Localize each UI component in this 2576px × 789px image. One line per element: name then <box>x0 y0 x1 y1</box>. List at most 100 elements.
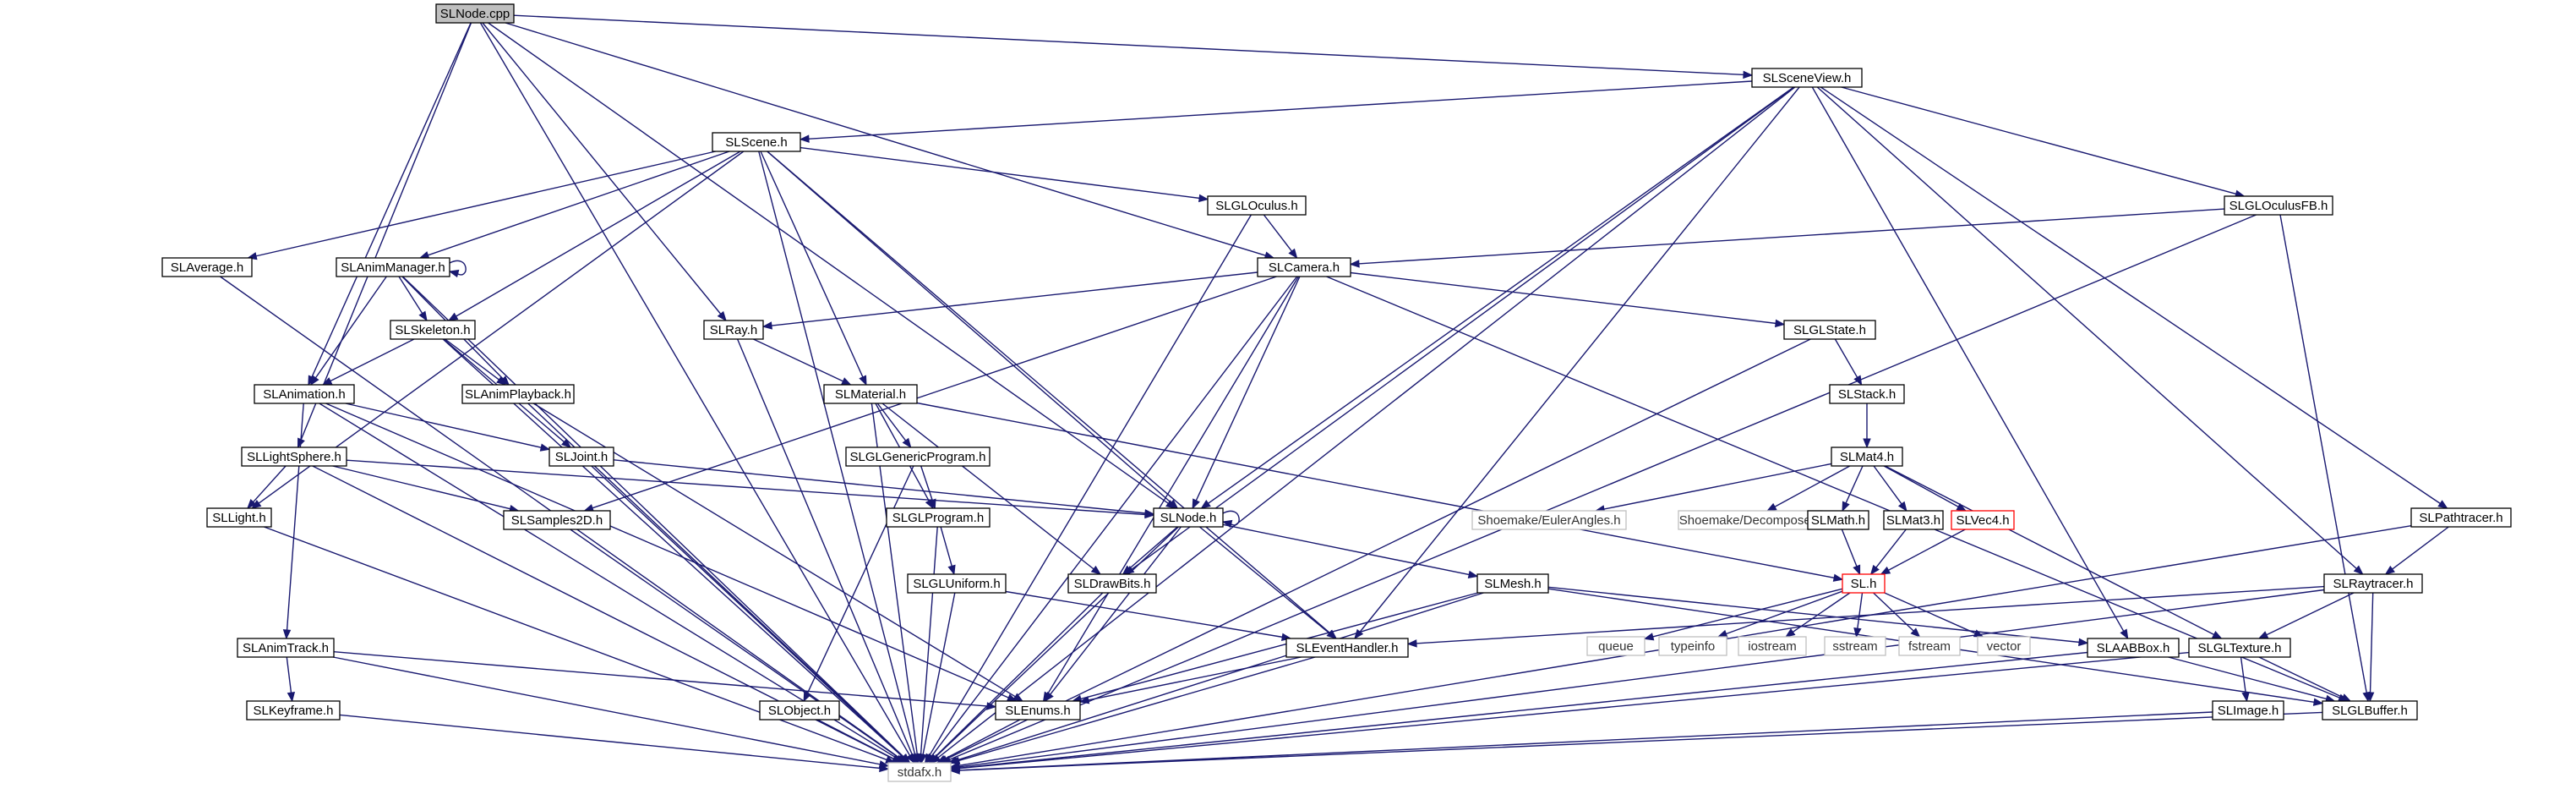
node-slmesh-h[interactable]: SLMesh.h <box>1476 573 1549 594</box>
node-slkeyframe-h[interactable]: SLKeyframe.h <box>246 700 341 721</box>
node-box <box>390 320 476 340</box>
node-label: SLDrawBits.h <box>1074 577 1151 591</box>
node-slskeleton-h[interactable]: SLSkeleton.h <box>390 320 476 340</box>
node-label: SLKeyframe.h <box>253 704 333 718</box>
node-slsceneview-h[interactable]: SLSceneView.h <box>1751 68 1863 88</box>
node-sleventhandler-h[interactable]: SLEventHandler.h <box>1285 638 1409 658</box>
edge-slsceneview-h-to-stdafx-h <box>931 86 1796 764</box>
node-sl-h[interactable]: SL.h <box>1842 573 1886 594</box>
node-box <box>1977 636 2031 656</box>
edge-slscene-h-to-slanimmanager-h <box>418 151 730 260</box>
node-sllightsphere-h[interactable]: SLLightSphere.h <box>241 447 347 467</box>
node-slgloculusfb-h[interactable]: SLGLOculusFB.h <box>2224 195 2333 216</box>
node-slgltexture-h[interactable]: SLGLTexture.h <box>2188 638 2291 658</box>
node-slimage-h[interactable]: SLImage.h <box>2212 700 2284 721</box>
node-label: SLStack.h <box>1838 387 1896 402</box>
edge-slcamera-h-to-slenums-h <box>1042 276 1299 703</box>
node-slray-h[interactable]: SLRay.h <box>703 320 764 340</box>
node-slmaterial-h[interactable]: SLMaterial.h <box>823 384 918 404</box>
node-sldrawbits-h[interactable]: SLDrawBits.h <box>1067 573 1157 594</box>
node-label: SLGLBuffer.h <box>2332 704 2408 718</box>
node-slglbuffer-h[interactable]: SLGLBuffer.h <box>2322 700 2418 721</box>
edge-slmat4-h-to-eulerangles-h <box>1594 463 1832 513</box>
node-sllight-h[interactable]: SLLight.h <box>206 507 272 528</box>
edge-slsceneview-h-to-sleventhandler-h <box>1354 86 1800 640</box>
node-box <box>1738 636 1807 656</box>
node-label: SLMat4.h <box>1840 450 1894 464</box>
node-slgluniform-h[interactable]: SLGLUniform.h <box>907 573 1007 594</box>
node-label: SLGLOculusFB.h <box>2229 199 2328 213</box>
node-slmat4-h[interactable]: SLMat4.h <box>1831 447 1903 467</box>
edge-slmat4-h-to-slvec4-h <box>1883 465 1967 512</box>
node-slaabbox-h[interactable]: SLAABBox.h <box>2087 638 2180 658</box>
node-label: queue <box>1598 639 1634 654</box>
node-label: Shoemake/EulerAngles.h <box>1477 513 1620 528</box>
node-box <box>241 447 347 467</box>
edge-slgloculusfb-h-to-slglbuffer-h <box>2279 214 2371 703</box>
node-box <box>2410 507 2512 528</box>
node-box <box>461 384 575 404</box>
edge-slskeleton-h-to-slanimplayback-h <box>445 338 507 386</box>
edge-slnode-cpp-to-slsceneview-h <box>513 14 1754 79</box>
edge-slgloculusfb-h-to-stdafx-h <box>941 214 2257 764</box>
edge-slgluniform-h-to-sleventhandler-h <box>1005 590 1292 641</box>
edge-slsceneview-h-to-slaabbox-h <box>1811 86 2129 640</box>
edge-slscene-h-to-slnode-h <box>767 151 1179 509</box>
node-box <box>845 447 991 467</box>
edge-slray-h-to-slmaterial-h <box>753 338 852 386</box>
edge-slanimation-h-to-sljoint-h <box>345 403 551 452</box>
node-label: SLGLTexture.h <box>2198 641 2282 655</box>
node-slanimation-h[interactable]: SLAnimation.h <box>254 384 355 404</box>
edge-slcamera-h-to-slnode-h <box>1192 276 1301 510</box>
node-slanimmanager-h[interactable]: SLAnimManager.h <box>336 257 450 277</box>
node-box <box>1842 573 1886 594</box>
node-slpathtracer-h[interactable]: SLPathtracer.h <box>2410 507 2512 528</box>
node-slanimplayback-h[interactable]: SLAnimPlayback.h <box>461 384 575 404</box>
node-box <box>995 700 1081 721</box>
node-box <box>503 510 611 530</box>
node-slraytracer-h[interactable]: SLRaytracer.h <box>2323 573 2423 594</box>
node-label: SLGLState.h <box>1793 323 1866 337</box>
node-label: SLRaytracer.h <box>2333 577 2413 591</box>
node-box <box>237 638 335 658</box>
node-slnode-h[interactable]: SLNode.h <box>1153 507 1224 528</box>
node-label: SLRay.h <box>710 323 757 337</box>
edge-sllightsphere-h-to-slnode-h <box>346 459 1155 519</box>
node-label: SLCamera.h <box>1269 260 1340 275</box>
node-slaverage-h[interactable]: SLAverage.h <box>161 257 253 277</box>
node-slobject-h[interactable]: SLObject.h <box>759 700 840 721</box>
edge-slpathtracer-h-to-slraytracer-h <box>2384 526 2449 575</box>
node-slanimtrack-h[interactable]: SLAnimTrack.h <box>237 638 335 658</box>
node-box <box>1751 68 1863 88</box>
node-slmat3-h[interactable]: SLMat3.h <box>1883 510 1944 530</box>
node-slscene-h[interactable]: SLScene.h <box>712 132 801 152</box>
node-label: SL.h <box>1851 577 1877 591</box>
node-slmath-h[interactable]: SLMath.h <box>1807 510 1869 530</box>
node-label: fstream <box>1908 639 1951 654</box>
node-slvec4-h[interactable]: SLVec4.h <box>1951 510 2015 530</box>
node-box <box>206 507 272 528</box>
edge-slkeyframe-h-to-stdafx-h <box>339 714 890 773</box>
node-slglgenericprogram-h[interactable]: SLGLGenericProgram.h <box>845 447 991 467</box>
node-slsamples2d-h[interactable]: SLSamples2D.h <box>503 510 611 530</box>
edge-slmaterial-h-to-sldrawbits-h <box>881 403 1102 575</box>
edge-slgltexture-h-to-slglbuffer-h <box>2258 656 2352 702</box>
node-stdafx-h: stdafx.h <box>887 762 952 782</box>
node-box <box>1207 195 1307 216</box>
edge-slscene-h-to-slskeleton-h <box>447 151 741 321</box>
node-slstack-h[interactable]: SLStack.h <box>1829 384 1905 404</box>
node-box <box>1257 257 1351 277</box>
node-sljoint-h[interactable]: SLJoint.h <box>548 447 614 467</box>
edge-slsamples2d-h-to-stdafx-h <box>570 529 908 764</box>
edge-sllightsphere-h-to-slsamples2d-h <box>332 465 520 513</box>
node-slenums-h[interactable]: SLEnums.h <box>995 700 1081 721</box>
node-slnode-cpp[interactable]: SLNode.cpp <box>435 3 515 24</box>
node-slcamera-h[interactable]: SLCamera.h <box>1257 257 1351 277</box>
edge-sllight-h-to-stdafx-h <box>264 526 896 764</box>
node-label: SLScene.h <box>725 135 787 150</box>
node-slgloculus-h[interactable]: SLGLOculus.h <box>1207 195 1307 216</box>
edge-slsceneview-h-to-slpathtracer-h <box>1820 86 2448 509</box>
node-slglstate-h[interactable]: SLGLState.h <box>1783 320 1876 340</box>
node-slglprogram-h[interactable]: SLGLProgram.h <box>886 507 991 528</box>
node-label: SLEnums.h <box>1005 704 1071 718</box>
